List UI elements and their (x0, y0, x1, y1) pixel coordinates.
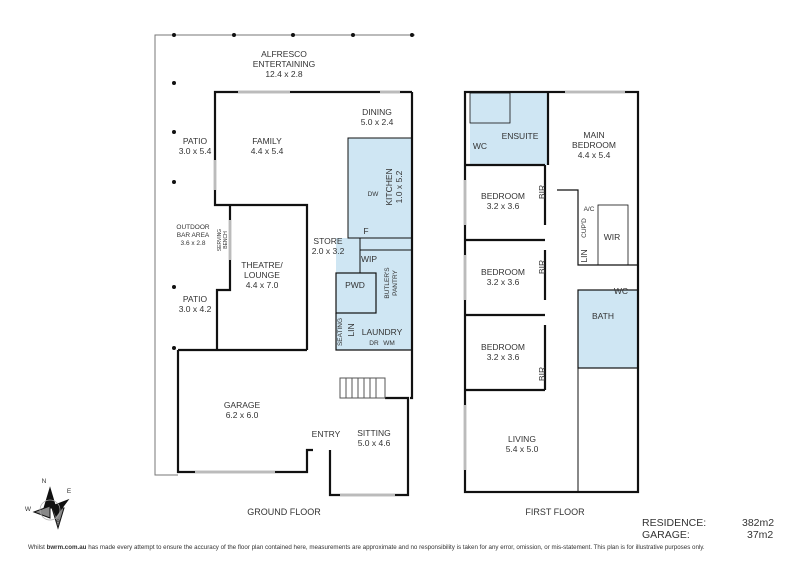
dryer: DR (369, 340, 379, 347)
cupboard: CUP'D (581, 218, 588, 238)
fridge: F (363, 226, 369, 236)
first-windows (463, 90, 625, 470)
dishwasher: DW (367, 191, 379, 198)
washing-machine: WM (383, 340, 395, 347)
first-floor-caption: FIRST FLOOR (525, 507, 585, 517)
laundry-linen: LIN (346, 323, 356, 337)
ground-floor-caption: GROUND FLOOR (247, 507, 321, 517)
air-conditioning: A/C (583, 206, 595, 213)
residence-area-value: 382m2 (742, 517, 775, 529)
room-bath: BATH (591, 311, 615, 321)
compass-w: W (24, 506, 32, 513)
bir-3: BIR (537, 366, 547, 382)
room-pwd: PWD (345, 280, 365, 290)
room-wip: WIP (360, 254, 378, 264)
seating: SEATING (337, 317, 344, 347)
compass-n: N (41, 478, 47, 485)
compass-e: E (66, 488, 72, 495)
residence-area-label: RESIDENCE: (642, 517, 707, 529)
alfresco-posts (172, 33, 414, 350)
serving-bench: SERVING BENCH (217, 228, 229, 252)
disclaimer: Whilst bwrm.com.au has made every attemp… (28, 544, 705, 551)
garage-area-value: 37m2 (747, 529, 774, 541)
bir-1: BIR (537, 184, 547, 200)
compass-icon (32, 486, 70, 530)
room-wir: WIR (603, 232, 621, 242)
room-butlers-pantry: BUTLER'S PANTRY (384, 267, 399, 299)
ground-windows (195, 90, 400, 497)
room-ensuite: ENSUITE (501, 131, 539, 141)
bir-2: BIR (537, 259, 547, 275)
room-laundry: LAUNDRY (361, 327, 403, 337)
wet-areas (336, 93, 638, 368)
alfresco-outline (154, 34, 415, 476)
compass-s: S (55, 519, 61, 526)
linen: LIN (579, 249, 589, 263)
stairs (339, 377, 386, 399)
room-wc-ensuite: WC (472, 141, 488, 151)
room-entry: ENTRY (311, 429, 341, 439)
garage-area-label: GARAGE: (642, 529, 690, 541)
room-wc: WC (613, 286, 629, 296)
